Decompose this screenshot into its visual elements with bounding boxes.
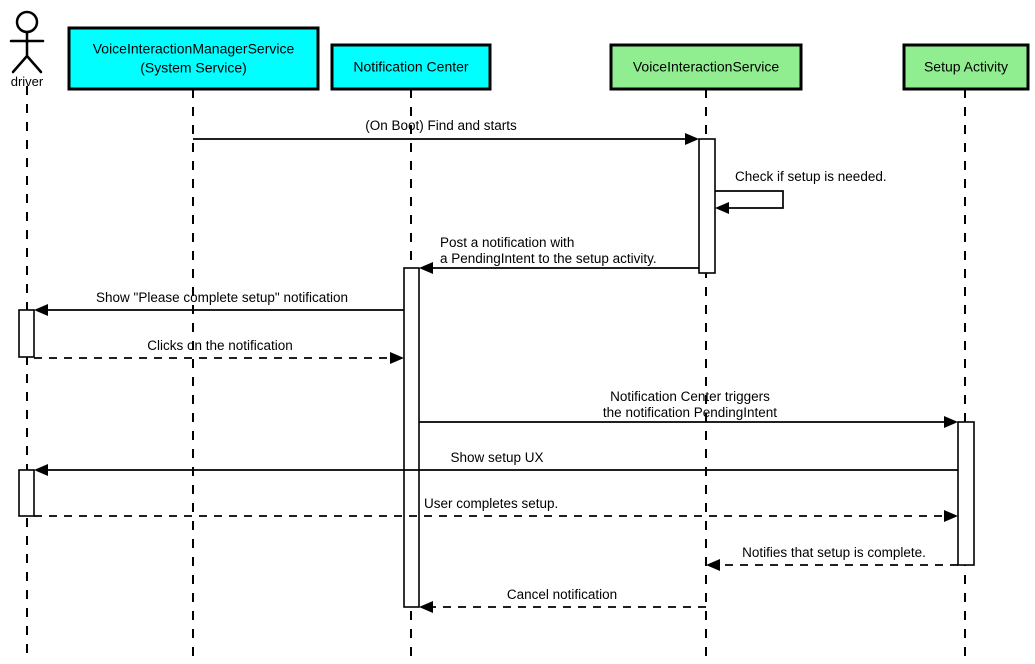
actor-head-icon: [15, 10, 39, 34]
participant-box-vis[interactable]: [609, 43, 803, 91]
arrowhead-m8: [944, 510, 958, 522]
message-line-m2-self: [715, 190, 784, 209]
arrowhead-m7: [34, 464, 48, 476]
participant-notification-center[interactable]: Notification Center: [330, 43, 492, 91]
arrowhead-m2: [715, 202, 729, 214]
message-post-a-notification[interactable]: Post a notification with a PendingIntent…: [419, 235, 699, 274]
arrowhead-m10: [419, 601, 433, 613]
arrowhead-m9: [706, 559, 720, 571]
arrowhead-m5: [390, 352, 404, 364]
message-label-m6-line2: the notification PendingIntent: [603, 405, 777, 420]
message-show-setup-ux[interactable]: Show setup UX: [34, 450, 958, 476]
participant-box-vims[interactable]: [67, 26, 320, 91]
message-label-m5: Clicks on the notification: [147, 338, 293, 353]
arrowhead-m6: [944, 416, 958, 428]
participant-box-notification-center[interactable]: [330, 43, 492, 91]
activation-bar-driver-1: [18, 309, 35, 358]
actor-leg-left-icon: [11, 54, 29, 74]
participant-setup-activity[interactable]: Setup Activity: [902, 43, 1030, 91]
activation-bar-setup-activity: [957, 421, 975, 566]
participant-label-driver: driver: [11, 74, 44, 89]
participant-label-vis: VoiceInteractionService: [633, 59, 780, 75]
arrowhead-m3: [419, 262, 433, 274]
message-label-m10: Cancel notification: [507, 587, 617, 602]
participant-voice-interaction-service[interactable]: VoiceInteractionService: [609, 43, 803, 91]
participant-box-setup-activity[interactable]: [902, 43, 1030, 91]
message-notifies-that-setup-is-complete[interactable]: Notifies that setup is complete.: [706, 545, 958, 571]
activation-bar-vis: [698, 138, 716, 274]
message-label-m4: Show "Please complete setup" notificatio…: [96, 290, 348, 305]
participant-label-setup-activity: Setup Activity: [924, 59, 1008, 75]
message-label-m8: User completes setup.: [424, 496, 558, 511]
actor-leg-right-icon: [25, 54, 43, 74]
message-label-m9: Notifies that setup is complete.: [742, 545, 926, 560]
message-label-m3-line1: Post a notification with: [440, 235, 574, 250]
message-label-m7: Show setup UX: [450, 450, 543, 465]
activation-bar-driver-2: [18, 469, 35, 517]
message-notification-center-triggers-pendingintent[interactable]: Notification Center triggers the notific…: [419, 389, 958, 428]
message-label-m3-line2: a PendingIntent to the setup activity.: [440, 251, 657, 266]
arrowhead-m4: [34, 304, 48, 316]
participant-label-notification-center: Notification Center: [353, 59, 469, 75]
arrowhead-m1: [685, 133, 699, 145]
participant-label-vims-line1: VoiceInteractionManagerService: [93, 41, 295, 57]
message-user-completes-setup[interactable]: User completes setup.: [34, 496, 958, 522]
message-label-m2: Check if setup is needed.: [735, 169, 887, 184]
message-show-please-complete-setup-notification[interactable]: Show "Please complete setup" notificatio…: [34, 290, 404, 316]
participant-label-vims-line2: (System Service): [140, 60, 247, 76]
message-cancel-notification[interactable]: Cancel notification: [419, 587, 706, 613]
message-label-m6-line1: Notification Center triggers: [610, 389, 770, 404]
participant-driver[interactable]: driver: [9, 10, 45, 89]
message-label-m1: (On Boot) Find and starts: [365, 118, 517, 133]
message-on-boot-find-and-starts[interactable]: (On Boot) Find and starts: [193, 118, 699, 145]
activation-bar-notification-center: [403, 267, 420, 608]
participant-voice-interaction-manager-service[interactable]: VoiceInteractionManagerService (System S…: [67, 26, 320, 91]
message-check-if-setup-is-needed[interactable]: Check if setup is needed.: [715, 169, 887, 214]
message-clicks-on-the-notification[interactable]: Clicks on the notification: [34, 338, 404, 364]
